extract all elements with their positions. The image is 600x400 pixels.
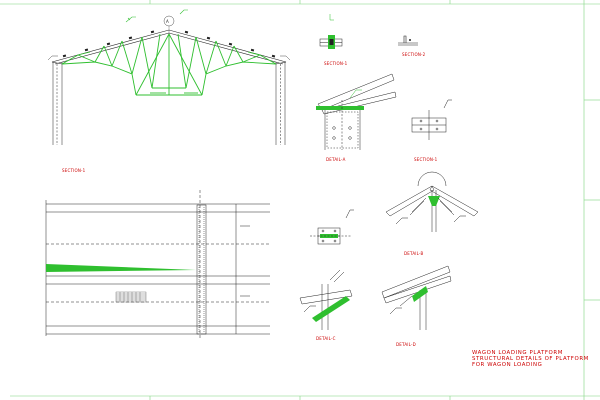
section-1-detail (411, 99, 452, 140)
section-2-small (398, 35, 418, 46)
title-block: WAGON LOADING PLATFORM STRUCTURAL DETAIL… (472, 350, 598, 369)
ridge-detail-marker: A (163, 15, 175, 34)
svg-text:A: A (166, 19, 169, 24)
label-detail-d: DETAIL-D (396, 342, 416, 347)
detail-c-drawing (299, 269, 353, 330)
section-1-small (319, 14, 343, 49)
label-section-1-small: SECTION-1 (324, 61, 348, 66)
title-line-3: FOR WAGON LOADING (472, 362, 543, 369)
platform-plan (45, 190, 270, 340)
truss-web-members (61, 33, 277, 96)
label-section-1: SECTION-1 (62, 168, 86, 173)
label-section-1-right: SECTION-1 (414, 157, 438, 162)
green-wedge-member (46, 264, 196, 272)
label-detail-b: DETAIL-B (404, 251, 424, 256)
support-tags (47, 55, 291, 61)
grating-panel (115, 291, 147, 303)
label-detail-c: DETAIL-C (316, 336, 336, 341)
purlins (62, 30, 276, 58)
title-line-1: WAGON LOADING PLATFORM (472, 350, 563, 356)
title-line-2: STRUCTURAL DETAILS OF PLATFORM (472, 356, 589, 363)
truss-elevation: A (47, 9, 291, 145)
column-left (52, 62, 63, 145)
weld-symbols (125, 9, 188, 23)
label-detail-a: DETAIL-A (326, 157, 346, 162)
label-section-2: SECTION-2 (402, 52, 426, 57)
column-right (275, 62, 286, 145)
detail-b-drawing (385, 171, 479, 232)
detail-d-drawing (381, 265, 452, 330)
splice-plate-detail (310, 209, 354, 245)
detail-a-drawing (316, 73, 397, 150)
